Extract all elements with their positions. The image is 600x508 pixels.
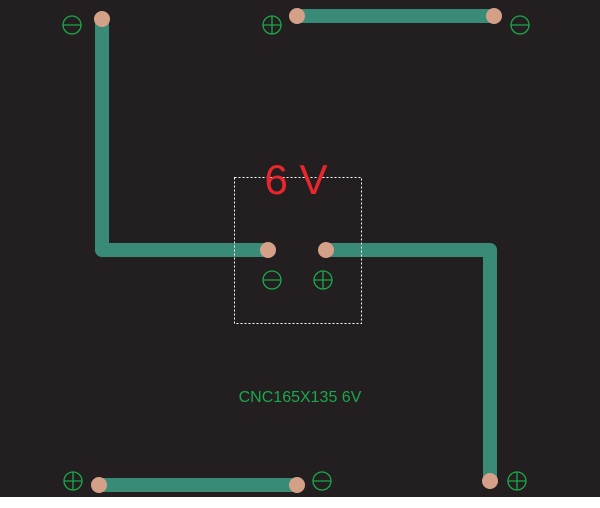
solder-pad xyxy=(318,242,334,258)
solder-pad xyxy=(289,8,305,24)
trace-center-to-bottom-right xyxy=(319,243,497,488)
solder-pad xyxy=(486,8,502,24)
board-background xyxy=(0,0,600,497)
component-outline xyxy=(234,177,362,324)
model-label: CNC165X135 6V xyxy=(239,389,362,406)
solder-pad xyxy=(482,473,498,489)
minus-icon xyxy=(262,270,282,290)
plus-icon xyxy=(313,270,333,290)
plus-icon xyxy=(63,471,83,491)
solder-pad xyxy=(289,477,305,493)
minus-icon xyxy=(62,15,82,35)
solder-pad xyxy=(260,242,276,258)
solder-pad xyxy=(94,11,110,27)
solder-pad xyxy=(91,477,107,493)
voltage-label: 6 V xyxy=(264,156,327,203)
minus-icon xyxy=(312,471,332,491)
minus-icon xyxy=(510,15,530,35)
plus-icon xyxy=(262,15,282,35)
trace-top-left-to-center xyxy=(95,12,275,257)
plus-icon xyxy=(507,471,527,491)
